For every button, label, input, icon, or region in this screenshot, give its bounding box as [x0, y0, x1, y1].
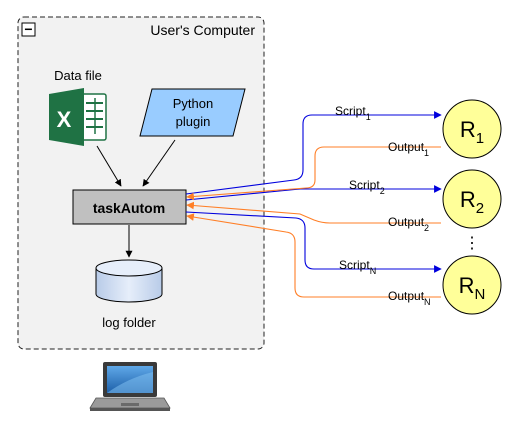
ellipsis-vertical: ⋮: [464, 235, 480, 252]
remote-node-2: R2: [442, 169, 502, 229]
svg-text:R1: R1: [460, 117, 484, 147]
output-1-label: Output1: [388, 140, 429, 158]
svg-text:R2: R2: [460, 187, 484, 217]
output-1-arrow: [186, 146, 441, 201]
remote-n-label: R: [459, 273, 475, 298]
taskautom-label: taskAutom: [93, 200, 165, 216]
collapse-button[interactable]: −: [21, 21, 36, 37]
script-n-arrow: [185, 211, 442, 273]
remote-node-n: RN: [442, 255, 502, 315]
output-n-arrow: [186, 213, 441, 298]
output-n-label: OutputN: [388, 289, 431, 307]
data-file-node: Data file X: [49, 68, 107, 146]
laptop-icon: [89, 362, 171, 411]
remote-1-label: R: [460, 117, 476, 142]
arrow-plugin-to-taskautom: [142, 139, 176, 187]
svg-text:RN: RN: [459, 273, 486, 303]
python-plugin-node: Python plugin: [139, 88, 246, 137]
output-2-label: Output2: [388, 215, 429, 233]
data-file-label: Data file: [54, 68, 102, 83]
svg-text:X: X: [57, 107, 72, 132]
taskautom-box: [72, 189, 187, 225]
script-2-label: Script2: [349, 178, 385, 196]
remote-2-label: R: [460, 187, 476, 212]
arrow-datafile-to-taskautom: [96, 145, 122, 187]
remote-node-1: R1: [442, 99, 502, 159]
python-plugin-label-line1: Python: [173, 96, 213, 111]
collapse-icon: −: [24, 21, 32, 37]
script-1-arrow: [185, 111, 442, 195]
script-n-label: ScriptN: [339, 258, 376, 276]
taskautom-node: taskAutom: [72, 189, 187, 225]
python-plugin-shape: [139, 88, 246, 137]
log-folder-node: log folder: [95, 259, 163, 330]
excel-icon: X: [49, 88, 107, 146]
log-folder-label: log folder: [102, 315, 156, 330]
database-cylinder-icon: [95, 259, 163, 303]
container-title: User's Computer: [150, 22, 255, 38]
script-1-label: Script1: [335, 104, 371, 122]
python-plugin-label-line2: plugin: [176, 114, 211, 129]
output-2-arrow: [186, 201, 441, 224]
